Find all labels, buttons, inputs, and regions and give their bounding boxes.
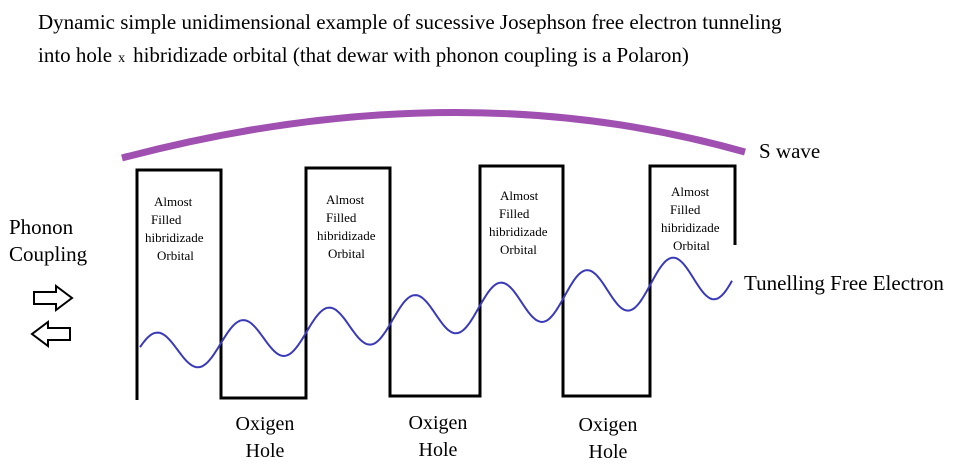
tunneling-electron-label: Tunelling Free Electron <box>744 271 944 295</box>
orbital-2-line-1: Almost <box>326 192 365 207</box>
title-line-2-x: x <box>118 51 126 66</box>
orbital-3-line-2: Filled <box>499 206 530 221</box>
s-wave-curve <box>121 109 746 162</box>
tunneling-electron-wave <box>139 256 733 369</box>
oxygen-hole-label-1: Oxigen Hole <box>220 411 310 465</box>
orbital-label-3: Almost Filled hibridizade Orbital <box>489 187 547 259</box>
arrow-left-outline-icon <box>30 320 71 348</box>
orbital-2-line-3: hibridizade <box>317 228 376 243</box>
orbital-3-line-4: Orbital <box>500 242 537 257</box>
orbital-3-line-3: hibridizade <box>489 224 548 239</box>
title-line-2: into hole x hibridizade orbital (that dewa… <box>38 43 689 68</box>
orbital-label-1: Almost Filled hibridizade Orbital <box>145 193 203 265</box>
orbital-1-line-2: Filled <box>151 212 182 227</box>
orbital-1-line-3: hibridizade <box>145 230 204 245</box>
arrow-right-outline-icon <box>33 284 74 312</box>
orbital-2-line-4: Orbital <box>328 246 365 261</box>
oxygen-hole-label-2: Oxigen Hole <box>393 410 483 464</box>
orbital-label-4: Almost Filled hibridizade Orbital <box>661 183 719 255</box>
hole-2-line-2: Hole <box>418 439 458 461</box>
title-line-2-start: into hole <box>38 43 113 67</box>
hole-2-line-1: Oxigen <box>408 412 468 434</box>
potential-square-wave <box>135 164 737 400</box>
orbital-label-2: Almost Filled hibridizade Orbital <box>317 191 375 263</box>
orbital-2-line-2: Filled <box>326 210 357 225</box>
title-line-2-end: hibridizade orbital (that dewar with pho… <box>133 43 689 67</box>
orbital-4-line-1: Almost <box>671 184 710 199</box>
phonon-label-line-1: Phonon <box>9 215 74 239</box>
hole-3-line-1: Oxigen <box>578 414 638 436</box>
hole-1-line-1: Oxigen <box>235 413 295 435</box>
hole-3-line-2: Hole <box>588 441 628 463</box>
phonon-label-line-2: Coupling <box>9 242 88 266</box>
s-wave-label: S wave <box>759 139 821 163</box>
orbital-1-line-1: Almost <box>154 194 193 209</box>
orbital-4-line-3: hibridizade <box>661 220 720 235</box>
oxygen-hole-label-3: Oxigen Hole <box>563 412 653 466</box>
orbital-3-line-1: Almost <box>500 188 539 203</box>
title-line-1: Dynamic simple unidimensional example of… <box>38 10 782 34</box>
orbital-1-line-4: Orbital <box>157 248 194 263</box>
orbital-4-line-2: Filled <box>670 202 701 217</box>
orbital-4-line-4: Orbital <box>673 238 710 253</box>
hole-1-line-2: Hole <box>245 440 285 462</box>
phonon-coupling-label: Phonon Coupling <box>9 214 87 268</box>
